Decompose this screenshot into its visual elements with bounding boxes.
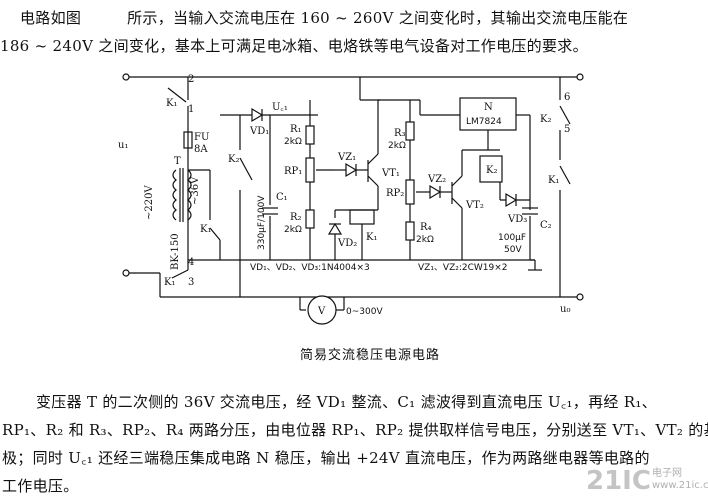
figure-caption: 简易交流稳压电源电路	[300, 348, 441, 363]
fuse	[183, 131, 193, 149]
label-uc1: U꜀₁	[272, 102, 288, 113]
label-r4-value: 2kΩ	[416, 235, 434, 245]
vz2-zener	[429, 184, 442, 200]
label-fu-rating: 8A	[194, 144, 208, 155]
watermark-logo: 21IC	[586, 466, 651, 496]
watermark-cn: 电子网	[652, 468, 682, 479]
label-node-6: 6	[564, 92, 570, 103]
transformer-primary	[172, 169, 177, 221]
body-line-4: 工作电压。	[2, 477, 79, 495]
output-terminal-top	[576, 73, 584, 81]
label-node-2: 2	[188, 74, 194, 85]
label-meter-v: V	[317, 306, 326, 317]
label-k2-right: K₂	[540, 114, 551, 125]
label-diodes-note: VD₁、VD₂、VD₃:1N4004×3	[250, 263, 370, 273]
label-k1-right: K₁	[548, 175, 559, 186]
label-k2-coil: K₂	[486, 165, 497, 176]
label-meter-range: 0~300V	[346, 307, 383, 317]
r1-resistor	[305, 125, 315, 145]
label-r2: R₂	[290, 212, 302, 223]
input-terminal-bottom	[122, 269, 130, 277]
body-line-3: 极；同时 U꜀₁ 还经三端稳压集成电路 N 稳压，输出 +24V 直流电压，作为…	[2, 449, 650, 467]
label-bk150: BK-150	[170, 233, 181, 270]
r4-resistor	[405, 221, 415, 241]
label-rp1: RP₁	[284, 166, 302, 177]
label-r4: R₄	[420, 222, 432, 233]
label-vd1: VD₁	[249, 126, 269, 137]
label-lm7824: LM7824	[466, 117, 502, 127]
watermark-text: 电子网 www.21ic.com	[652, 468, 708, 492]
vd3-diode	[505, 192, 518, 208]
label-k1-top: K₁	[166, 98, 177, 109]
rp1-potentiometer	[305, 157, 315, 183]
label-c1: C₁	[276, 192, 288, 203]
intro-line-2: 186 ~ 240V 之间变化，基本上可满足电冰箱、电烙铁等电气设备对工作电压的…	[0, 37, 588, 55]
intro-line-1: 电路如图 所示，当输入交流电压在 160 ~ 260V 之间变化时，其输出交流电…	[20, 9, 629, 27]
vd2-diode	[327, 222, 343, 235]
r3-resistor	[405, 121, 415, 141]
label-r3-value: 2kΩ	[388, 141, 406, 151]
label-rp2: RP₂	[386, 188, 404, 199]
label-node-1: 1	[188, 104, 194, 115]
watermark-url: www.21ic.com	[652, 480, 708, 491]
label-k1-mid: K₁	[200, 224, 211, 235]
k1-relay-coil	[349, 209, 375, 225]
label-r1: R₁	[290, 124, 302, 135]
rp2-potentiometer	[405, 179, 415, 205]
label-n: N	[484, 102, 493, 113]
label-vt1: VT₁	[381, 168, 400, 179]
label-zeners-note: VZ₁、VZ₂:2CW19×2	[418, 263, 508, 273]
label-k2-center: K₂	[228, 154, 239, 165]
label-node-5: 5	[564, 124, 570, 135]
transformer-secondary	[187, 169, 192, 221]
label-220v: ~220V	[144, 185, 155, 220]
label-node-4: 4	[188, 257, 194, 268]
label-r1-value: 2kΩ	[284, 137, 302, 147]
label-vt2: VT₂	[465, 200, 484, 211]
label-vd2: VD₂	[337, 238, 357, 249]
k2-relay-coil	[479, 155, 503, 183]
vz1-zener	[345, 162, 358, 178]
label-k1-coil: K₁	[366, 232, 377, 243]
label-uo: u₀	[560, 304, 570, 315]
label-c2-value: 100μF	[498, 233, 526, 243]
circuit-diagram: u₁ u₀ ~220V ~36V T BK-150 FU 8A K₁ K₁ K₁…	[118, 73, 584, 325]
label-c1-value: 330μF/100V	[257, 195, 267, 250]
label-vd3: VD₃	[507, 214, 527, 225]
label-36v: ~36V	[190, 176, 201, 205]
label-k1-bottom: K₁	[164, 277, 175, 288]
label-transformer-t: T	[174, 156, 181, 167]
body-line-1: 变压器 T 的二次侧的 36V 交流电压，经 VD₁ 整流、C₁ 滤波得到直流电…	[36, 393, 657, 411]
input-terminal-top	[122, 73, 130, 81]
label-vz2: VZ₂	[427, 174, 446, 185]
label-c2: C₂	[540, 220, 552, 231]
label-c2-voltage: 50V	[504, 245, 522, 255]
r2-resistor	[305, 209, 315, 229]
label-node-3: 3	[188, 277, 194, 288]
label-u1: u₁	[118, 140, 128, 151]
label-vz1: VZ₁	[337, 152, 356, 163]
body-line-2: RP₁、R₂ 和 R₃、RP₂、R₄ 两路分压，由电位器 RP₁、RP₂ 提供取…	[2, 421, 708, 439]
label-r3: R₃	[394, 128, 406, 139]
label-fu: FU	[194, 132, 209, 143]
label-r2-value: 2kΩ	[284, 225, 302, 235]
output-terminal-bottom	[576, 293, 584, 301]
vd1-diode	[251, 107, 264, 123]
